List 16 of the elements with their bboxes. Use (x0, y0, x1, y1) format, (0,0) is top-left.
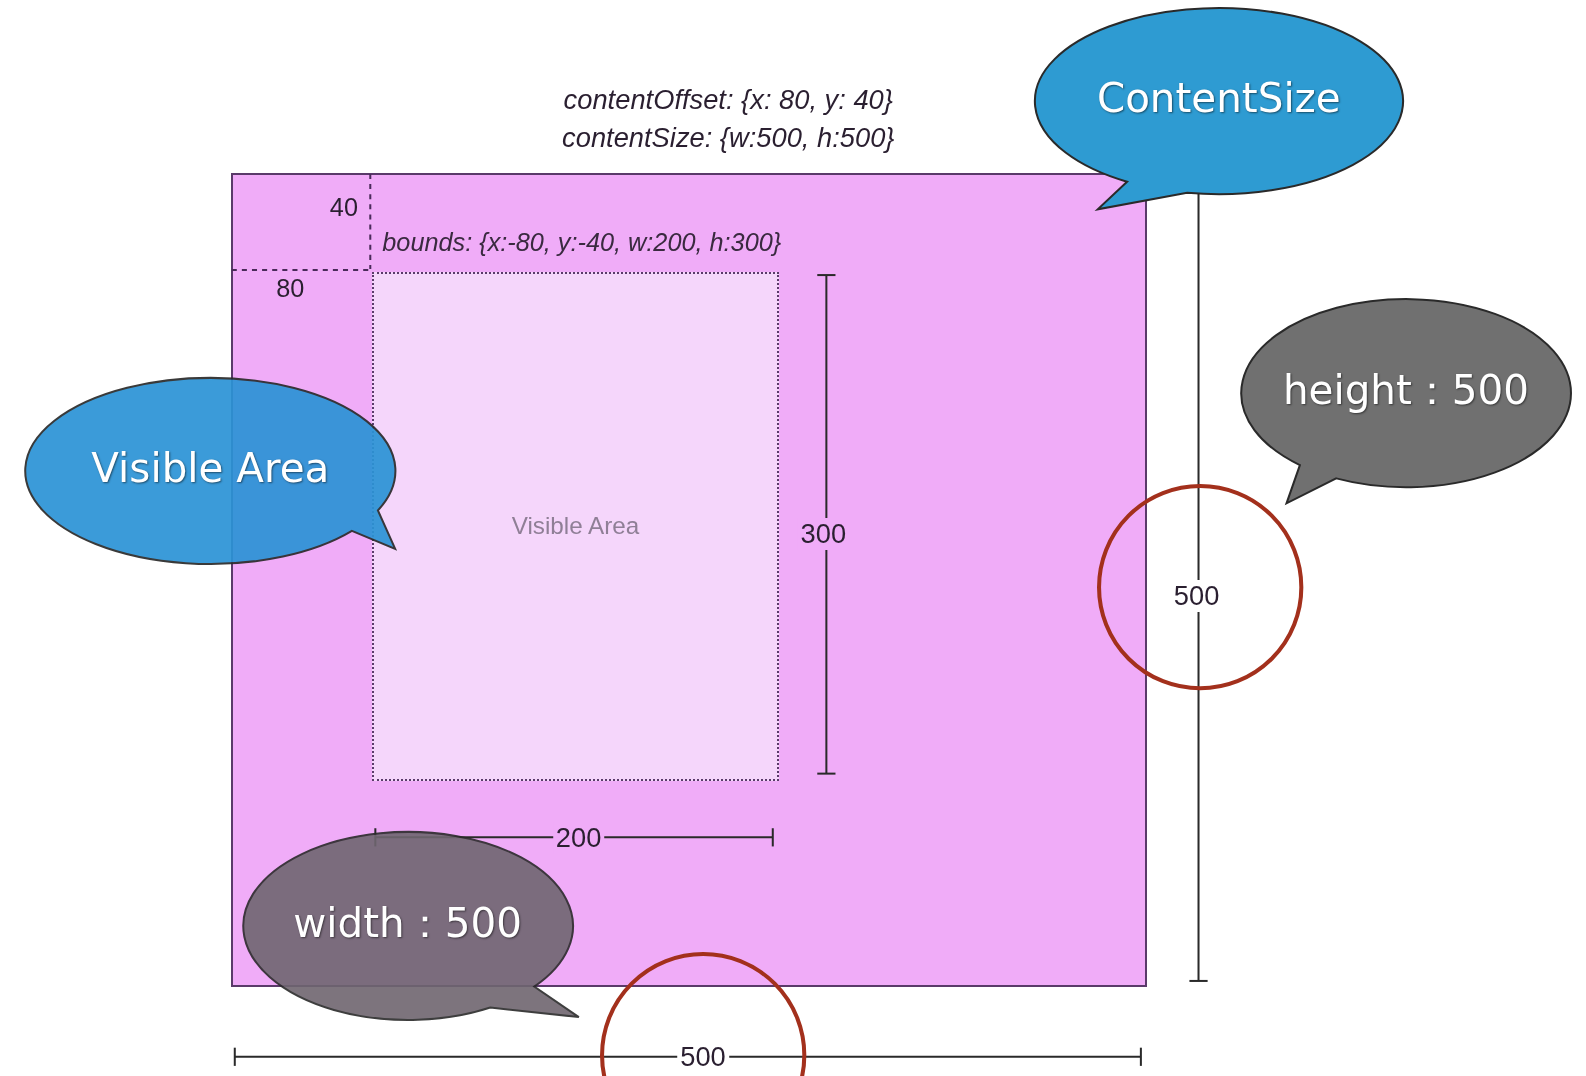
offset-label: contentOffset: {x: 80, y: 40} (562, 84, 894, 117)
size-label: contentSize: {w:500, h:500} (561, 121, 896, 154)
visible-area-frame (372, 272, 779, 781)
bubble-label: Visible Area (90, 443, 331, 494)
speech-bubble (23, 376, 398, 567)
bounds-label: bounds: {x:-80, y:-40, w:200, h:300} (382, 227, 782, 257)
bubble-label: width：500 (292, 898, 523, 949)
area-label: Visible Area (511, 512, 640, 541)
dimension-label: 40 (328, 192, 359, 222)
content-area (230, 172, 1147, 988)
highlight-circle (1096, 483, 1305, 692)
bubble-label: height：500 (1281, 365, 1530, 416)
bubble-label: ContentSize (1095, 72, 1342, 124)
speech-bubble (1239, 297, 1573, 506)
speech-bubble (1032, 6, 1405, 212)
dimension-label: 80 (275, 273, 306, 303)
